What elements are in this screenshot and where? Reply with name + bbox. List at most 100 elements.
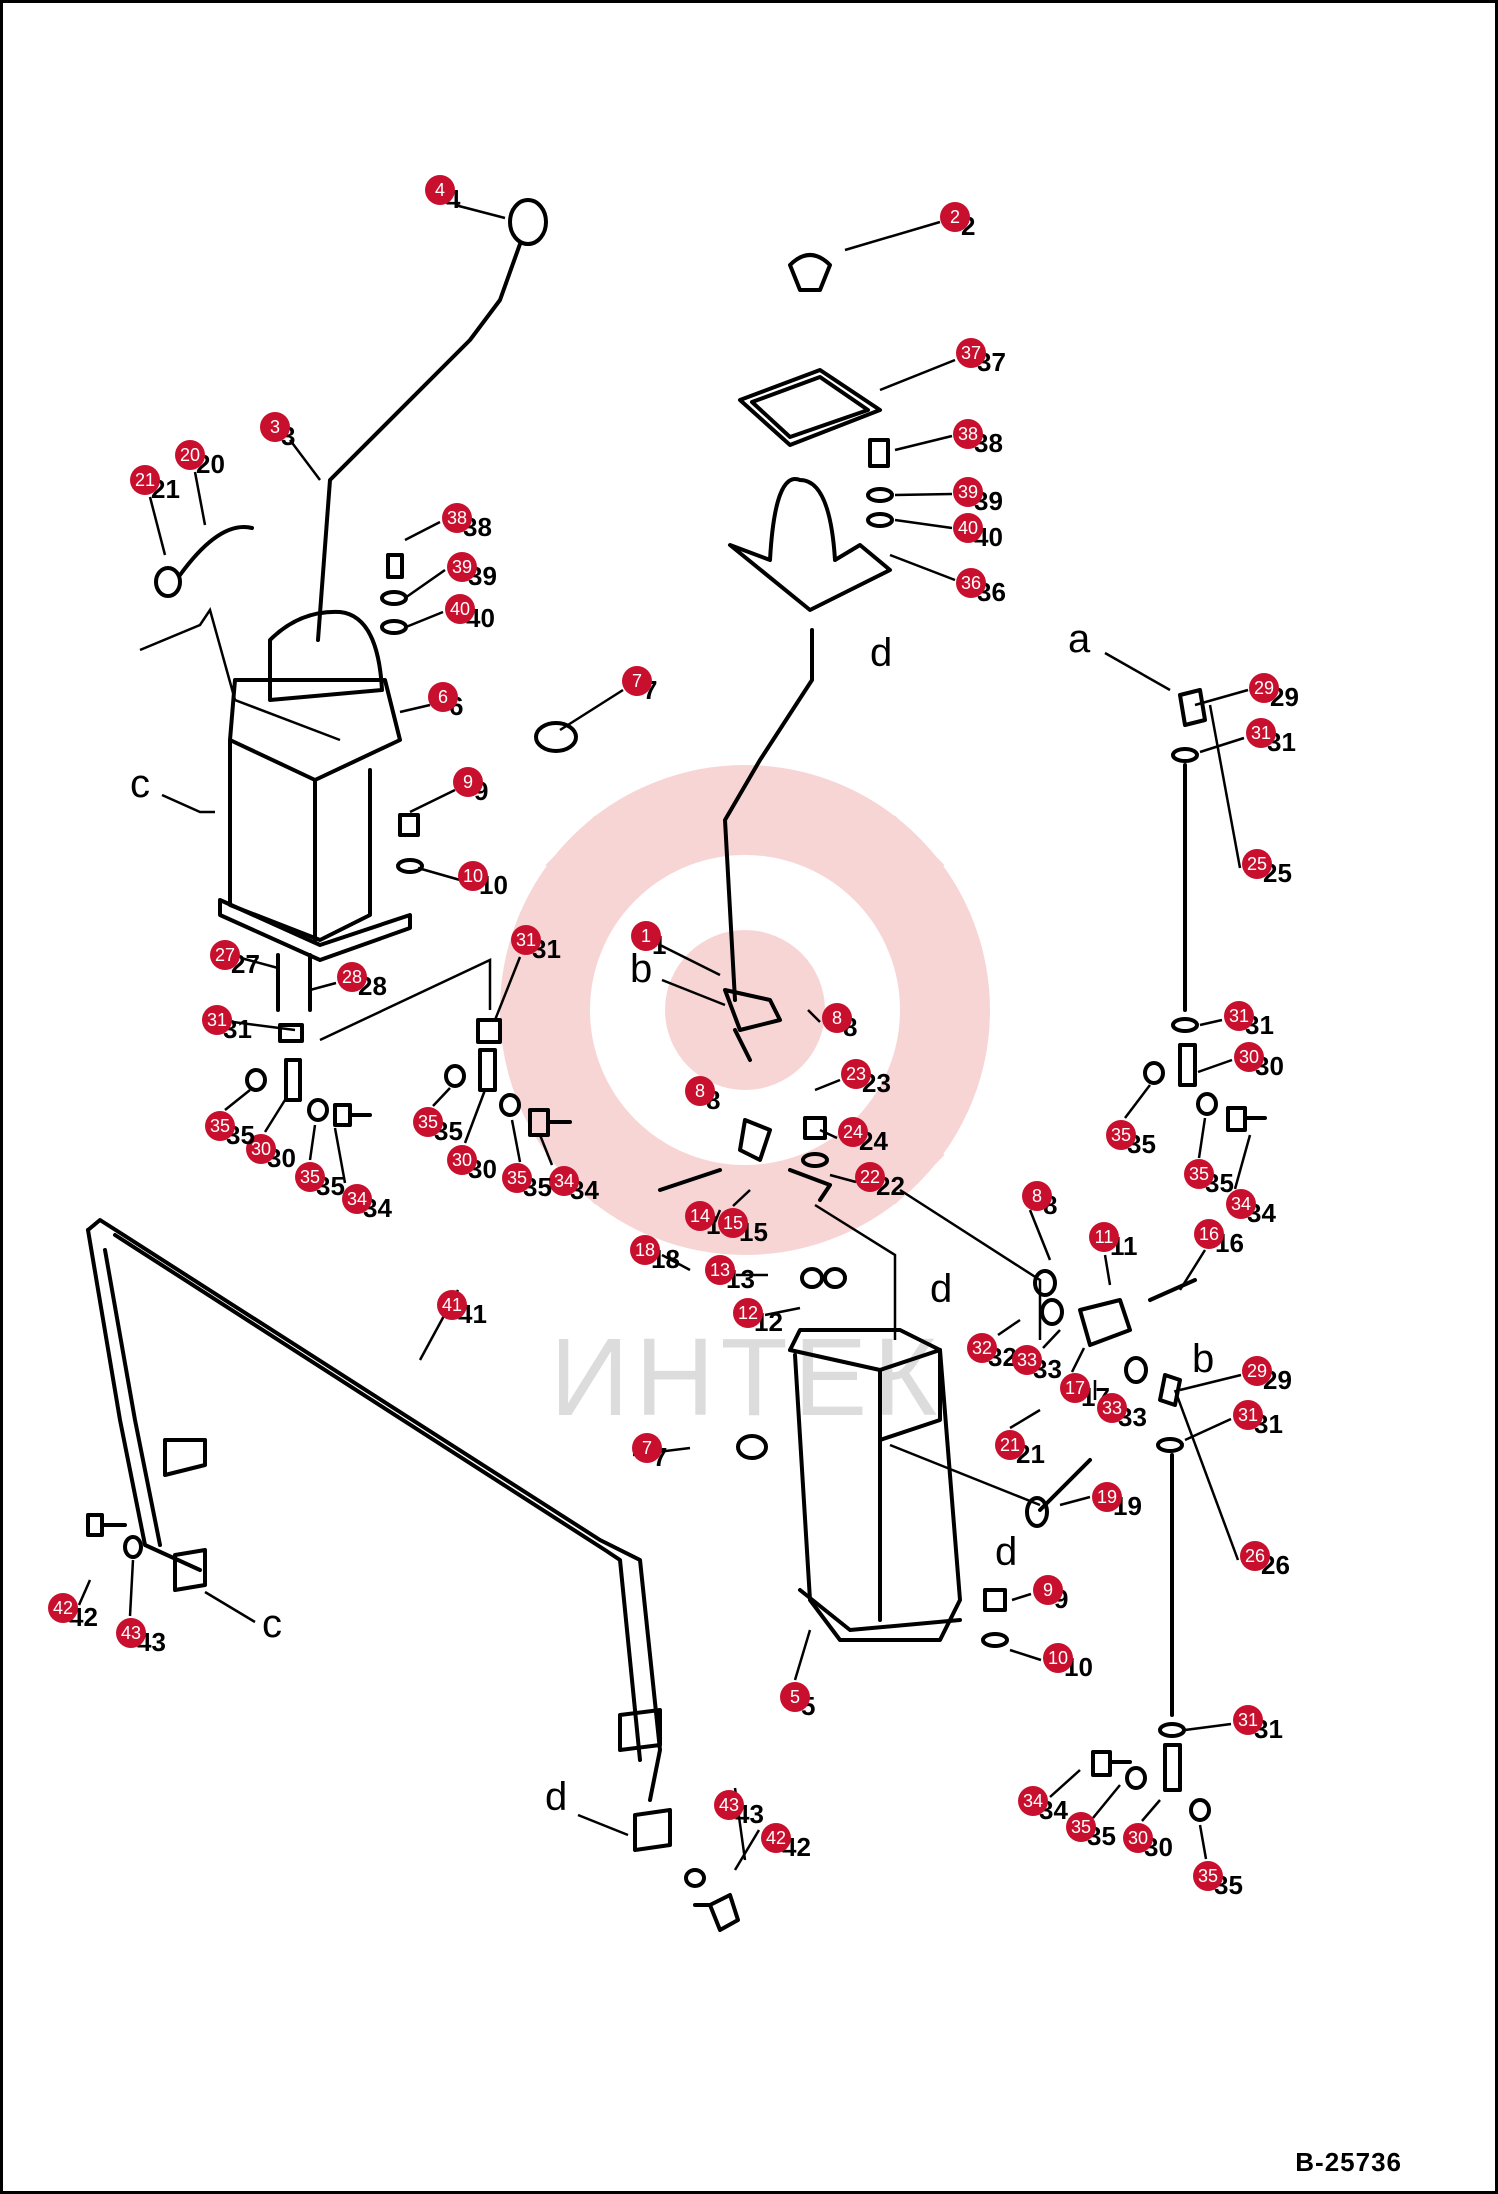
callout-badge-5[interactable]: 55 <box>780 1682 815 1721</box>
callout-badge-7[interactable]: 77 <box>632 1433 667 1472</box>
callout-badge-label: 29 <box>1254 678 1274 698</box>
callout-badge-8[interactable]: 88 <box>822 1003 857 1042</box>
callout-leader <box>1028 1209 1052 1261</box>
callout-leader <box>1092 1784 1121 1819</box>
callout-badge-label: 2 <box>950 207 960 227</box>
callout-badge-8[interactable]: 88 <box>1022 1181 1057 1220</box>
callout-leader <box>1233 1134 1252 1190</box>
callout-leader <box>1042 1329 1061 1349</box>
callout-badge-1[interactable]: 11 <box>631 921 666 960</box>
callout-leader <box>1009 1408 1041 1430</box>
callout-leader <box>732 1189 751 1207</box>
callout-badge-9[interactable]: 99 <box>1033 1575 1068 1614</box>
right-linkage-assembly <box>1033 688 1267 1822</box>
callout-badge-9[interactable]: 99 <box>453 767 488 806</box>
callout-badge-4[interactable]: 44 <box>425 175 461 214</box>
callout-badge-3[interactable]: 33 <box>260 412 295 451</box>
callout-badge-circle <box>442 503 472 533</box>
callout-badge-circle <box>1033 1575 1063 1605</box>
callout-badge-2[interactable]: 22 <box>940 202 975 241</box>
callout-badge-label: 10 <box>1048 1648 1068 1668</box>
direction-letter-d: d <box>995 1530 1017 1574</box>
callout-badge-6[interactable]: 66 <box>428 682 463 721</box>
callout-badge-label: 3 <box>270 417 280 437</box>
callout-badge-circle <box>175 440 205 470</box>
callout-badge-8[interactable]: 88 <box>685 1076 720 1115</box>
callout-leader <box>308 1124 317 1161</box>
callout-badge-label: 8 <box>695 1081 705 1101</box>
callout-leader <box>764 1306 801 1317</box>
callout-badge-circle <box>855 1162 885 1192</box>
callout-leader <box>193 471 207 526</box>
callout-leader <box>289 439 321 481</box>
callout-badge-circle <box>549 1166 579 1196</box>
callout-leader <box>232 1020 296 1032</box>
callout-badge-label: 42 <box>53 1598 73 1618</box>
callout-badge-label: 17 <box>1065 1378 1085 1398</box>
callout-leader <box>1070 1347 1086 1373</box>
callout-badge-label: 31 <box>1238 1405 1258 1425</box>
callout-badge-7[interactable]: 77 <box>622 666 657 705</box>
